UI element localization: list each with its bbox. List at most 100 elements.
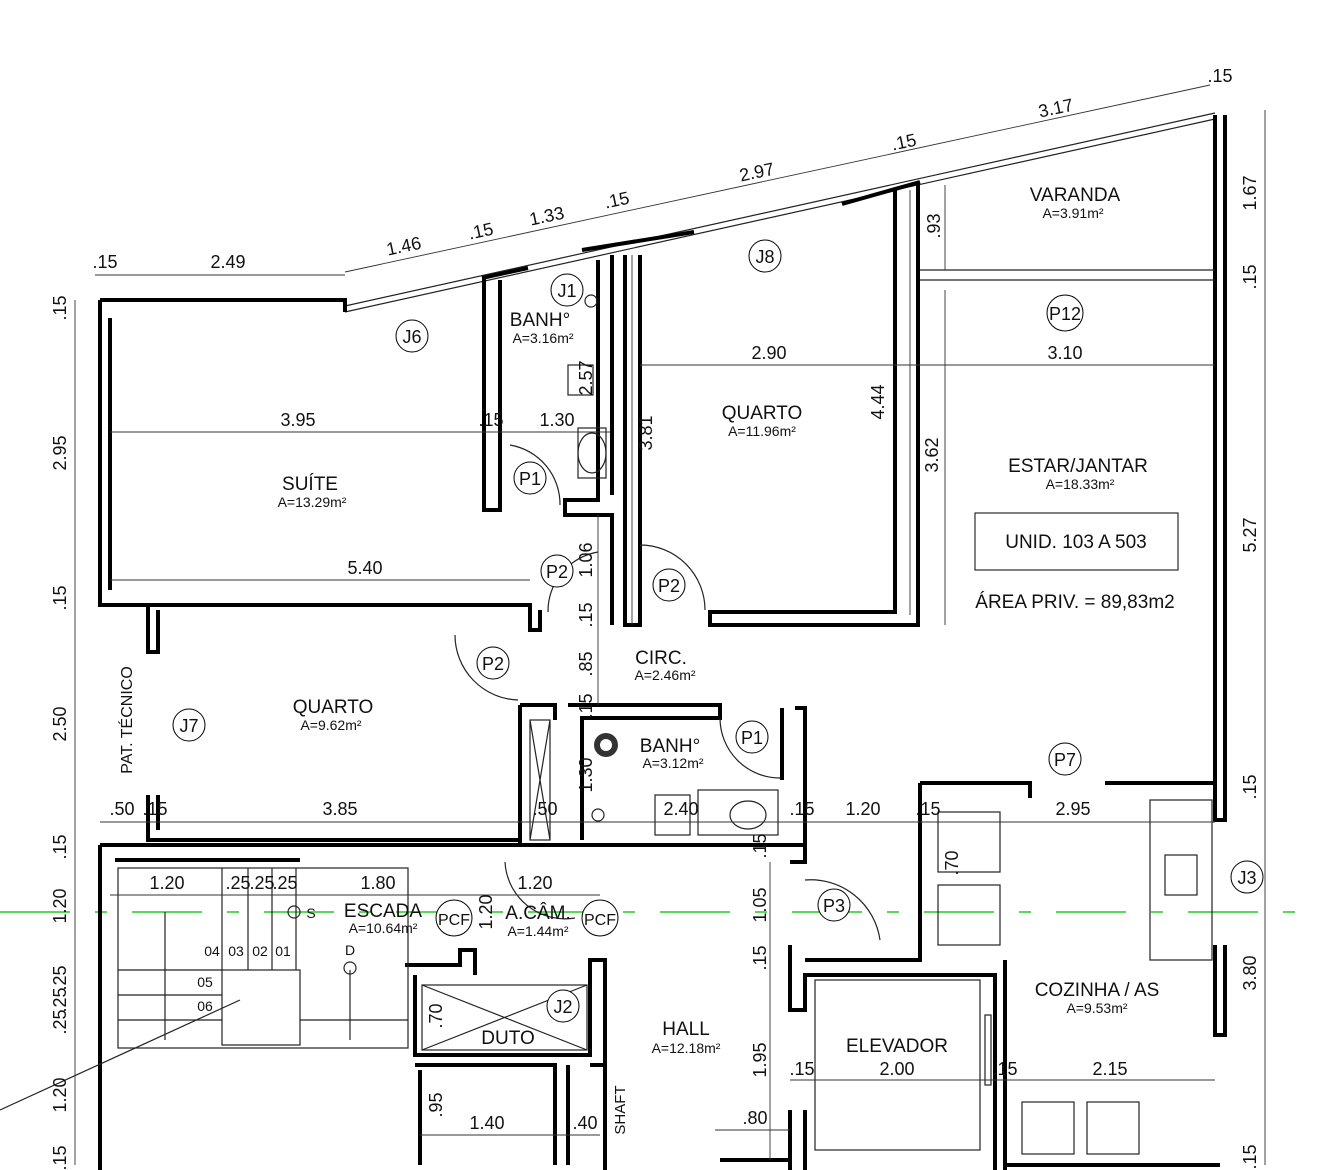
dim: .25 <box>249 873 274 893</box>
tag-p7: P7 <box>1054 750 1076 770</box>
room-name-estar-jantar: ESTAR/JANTAR <box>1008 456 1148 477</box>
room-name-circ: CIRC. <box>635 648 687 669</box>
tag-j6: J6 <box>402 327 421 347</box>
dim: 1.30 <box>539 410 574 430</box>
dim: .15 <box>50 834 70 859</box>
dim: 1.20 <box>476 894 496 929</box>
dim: 5.40 <box>347 558 382 578</box>
dim: .25 <box>50 1009 70 1034</box>
dim: .15 <box>1240 774 1260 799</box>
room-name-banho-1: BANH° <box>510 310 570 331</box>
tag-j8: J8 <box>755 247 774 267</box>
dim: 3.62 <box>922 437 942 472</box>
dim: .15 <box>1240 264 1260 289</box>
step-04: 04 <box>204 943 220 959</box>
dim: .85 <box>576 651 596 676</box>
tag-p2-b: P2 <box>658 576 680 596</box>
room-area-a-cam: A=1.44m² <box>507 923 568 939</box>
step-06: 06 <box>197 998 213 1014</box>
dim: 2.15 <box>1092 1059 1127 1079</box>
room-area-quarto-2: A=9.62m² <box>300 717 361 733</box>
room-area-circ: A=2.46m² <box>634 667 695 683</box>
dim: .70 <box>426 1003 446 1028</box>
dim: 1.05 <box>750 887 770 922</box>
dim: .15 <box>466 219 495 244</box>
dim: 1.20 <box>149 873 184 893</box>
dim: 3.10 <box>1047 343 1082 363</box>
dim: 4.44 <box>868 384 888 419</box>
tag-p2-c: P2 <box>482 654 504 674</box>
dim: 2.57 <box>576 360 596 395</box>
room-area-suite: A=13.29m² <box>278 494 347 510</box>
tag-j2: J2 <box>553 997 572 1017</box>
dim: .95 <box>426 1092 446 1117</box>
dim: 3.81 <box>636 415 656 450</box>
dim: 3.95 <box>280 410 315 430</box>
dim: 3.80 <box>1240 955 1260 990</box>
dim: .15 <box>915 799 940 819</box>
dim: 1.20 <box>50 1077 70 1112</box>
dimension-lines <box>74 84 1266 1165</box>
step-05: 05 <box>197 974 213 990</box>
room-name-suite: SUÍTE <box>282 474 338 495</box>
dim: 1.46 <box>385 233 423 260</box>
dim: .50 <box>532 799 557 819</box>
room-area-estar-jantar: A=18.33m² <box>1046 476 1115 492</box>
walls <box>98 115 1227 1170</box>
tag-p3: P3 <box>823 896 845 916</box>
dim: 2.90 <box>751 343 786 363</box>
dim: .25 <box>272 873 297 893</box>
dim: .15 <box>1240 1144 1260 1169</box>
room-name-escada: ESCADA <box>344 901 422 922</box>
dim: 1.67 <box>1240 175 1260 210</box>
room-area-banho-1: A=3.16m² <box>512 330 573 346</box>
dim: 1.30 <box>576 757 596 792</box>
tag-p12: P12 <box>1049 304 1081 324</box>
unit-label: UNID. 103 A 503 <box>1005 532 1147 553</box>
dim: .15 <box>50 1145 70 1170</box>
room-area-varanda: A=3.91m² <box>1042 205 1103 221</box>
step-03: 03 <box>228 943 244 959</box>
dim: .80 <box>742 1108 767 1128</box>
dim: 3.17 <box>1037 95 1075 122</box>
dim: .15 <box>992 1059 1017 1079</box>
dim: 1.20 <box>517 873 552 893</box>
room-area-hall: A=12.18m² <box>652 1040 721 1056</box>
dim: .50 <box>109 799 134 819</box>
room-area-quarto-1: A=11.96m² <box>728 423 796 439</box>
tag-p1-b: P1 <box>741 728 763 748</box>
stair <box>0 867 409 1111</box>
dim: 1.40 <box>469 1113 504 1133</box>
dim: .93 <box>924 213 944 238</box>
dim: 3.85 <box>322 799 357 819</box>
dim: 1.06 <box>576 542 596 577</box>
dim: .40 <box>572 1113 597 1133</box>
dim: .15 <box>576 602 596 627</box>
room-name-hall: HALL <box>662 1019 710 1040</box>
room-area-escada: A=10.64m² <box>349 920 418 936</box>
tag-pcf-b: PCF <box>584 912 616 929</box>
dim: .25 <box>225 873 250 893</box>
dim: 1.95 <box>750 1042 770 1077</box>
dim: 1.20 <box>845 799 880 819</box>
shaft-label: SHAFT <box>612 1085 629 1134</box>
dim: .15 <box>889 130 918 155</box>
dim: .25 <box>50 987 70 1012</box>
tag-p1-a: P1 <box>519 469 541 489</box>
dim: 2.49 <box>210 252 245 272</box>
dim: 1.20 <box>50 888 70 923</box>
room-name-elevador: ELEVADOR <box>846 1036 948 1057</box>
top-facade <box>100 112 1216 313</box>
dim: .15 <box>92 252 117 272</box>
elevator-cabin <box>814 979 981 1151</box>
dim: 2.40 <box>663 799 698 819</box>
dim: .25 <box>50 965 70 990</box>
door-swings <box>454 444 881 941</box>
tag-j1: J1 <box>557 281 576 301</box>
dim: .15 <box>789 799 814 819</box>
dim: .70 <box>942 850 962 875</box>
room-name-banho-2: BANH° <box>640 736 700 757</box>
dim: .15 <box>50 585 70 610</box>
room-name-quarto-2: QUARTO <box>293 697 374 718</box>
